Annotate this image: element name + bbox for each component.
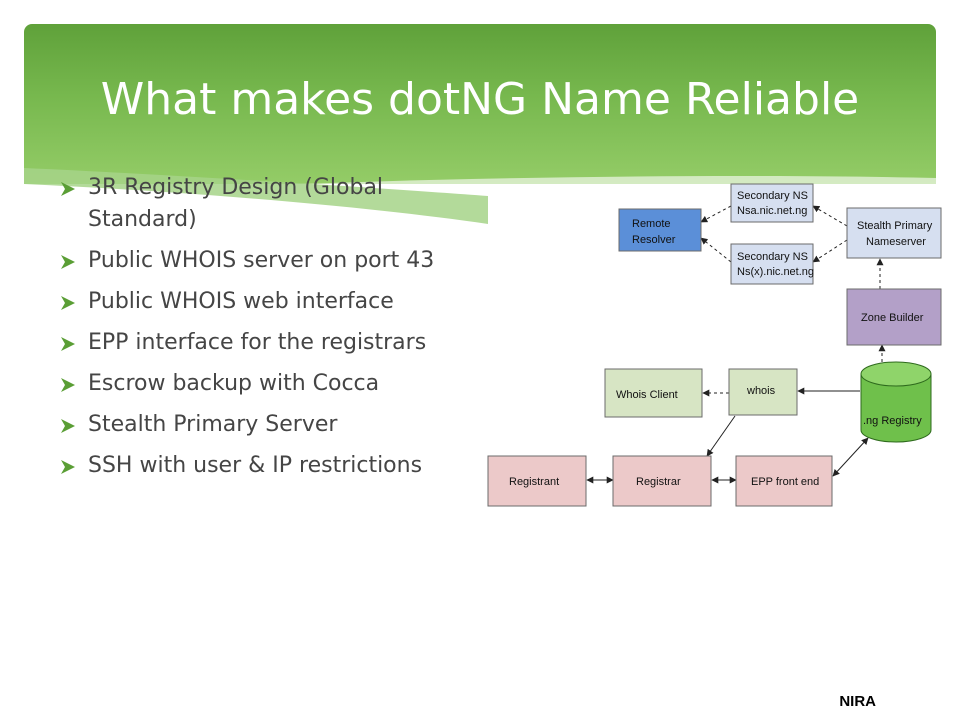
remote-resolver-node: Remote Resolver [618, 208, 702, 252]
svg-text:Whois Client: Whois Client [616, 389, 678, 401]
epp-front-end-node: EPP front end [735, 455, 833, 507]
secondary-ns-x-label-1: Secondary NS [737, 251, 808, 263]
remote-resolver-label-1: Remote [632, 218, 671, 230]
svg-text:Ns(x).nic.net.ng: Ns(x).nic.net.ng [737, 266, 814, 278]
svg-text:Remote: Remote [632, 218, 671, 230]
bullet-text: Public WHOIS server on port 43 [88, 248, 435, 273]
remote-resolver-label-2: Resolver [632, 234, 676, 246]
bullet-text: Stealth Primary Server [88, 412, 338, 437]
svg-text:Secondary NS: Secondary NS [737, 190, 808, 202]
svg-text:Nameserver: Nameserver [866, 236, 926, 248]
bullet-item: SSH with user & IP restrictions [60, 450, 470, 482]
registrant-box [487, 455, 587, 507]
bullet-text: Escrow backup with Cocca [88, 371, 380, 396]
whois-client-node: Whois Client [604, 368, 703, 418]
svg-text:Registrant: Registrant [509, 476, 559, 488]
secondary-ns-x-node: Secondary NS Ns(x).nic.net.ng [730, 243, 814, 285]
secondary-ns-a-box [730, 183, 814, 223]
arrow-bullet-icon [61, 378, 75, 392]
registry-cylinder-top [860, 361, 932, 387]
registry-architecture-diagram: Remote Resolver Secondary NS Nsa.nic.net… [487, 183, 942, 507]
edge-whois-registrar [706, 415, 736, 457]
registrar-node: Registrar [612, 455, 712, 507]
bullet-item: Public WHOIS web interface [60, 286, 470, 318]
edge-stealth-sec1 [812, 205, 848, 227]
edge-registry-epp [832, 437, 869, 477]
svg-text:Nsa.nic.net.ng: Nsa.nic.net.ng [737, 205, 807, 217]
arrow-bullet-icon [61, 182, 75, 196]
registry-label: .ng Registry [863, 415, 922, 427]
bullet-item: Stealth Primary Server [60, 409, 470, 441]
secondary-ns-a-node: Secondary NS Nsa.nic.net.ng [730, 183, 814, 223]
epp-front-end-label: EPP front end [751, 476, 819, 488]
bullet-item: Escrow backup with Cocca [60, 368, 470, 400]
bullet-item: Public WHOIS server on port 43 [60, 245, 470, 277]
bullet-text: SSH with user & IP restrictions [88, 453, 423, 478]
bullet-text: EPP interface for the registrars [88, 330, 427, 355]
remote-resolver-box [618, 208, 702, 252]
arrow-bullet-icon [61, 419, 75, 433]
svg-text:.ng Registry: .ng Registry [863, 415, 922, 427]
title-banner [24, 24, 936, 184]
whois-client-box [604, 368, 703, 418]
stealth-primary-label-1: Stealth Primary [857, 220, 933, 232]
banner-swoosh [24, 168, 936, 224]
svg-text:Resolver: Resolver [632, 234, 676, 246]
stealth-primary-label-2: Nameserver [866, 236, 926, 248]
zone-builder-label: Zone Builder [861, 312, 924, 324]
whois-label: whois [746, 385, 776, 397]
svg-text:Registrar: Registrar [636, 476, 681, 488]
registrant-node: Registrant [487, 455, 587, 507]
bullet-list: 3R Registry Design (Global Standard) Pub… [60, 172, 470, 491]
edge-sec1-resolver [700, 205, 732, 223]
zone-builder-box [846, 288, 942, 346]
svg-text:Zone Builder: Zone Builder [861, 312, 924, 324]
secondary-ns-x-box [730, 243, 814, 285]
bullet-item: EPP interface for the registrars [60, 327, 470, 359]
arrow-bullet-icon [61, 460, 75, 474]
whois-node: whois [728, 368, 798, 416]
arrow-bullet-icon [61, 337, 75, 351]
svg-text:EPP front end: EPP front end [751, 476, 819, 488]
footer-org-name: NIRA [839, 693, 876, 710]
ng-registry-database-node: .ng Registry [860, 361, 932, 443]
svg-text:whois: whois [746, 385, 776, 397]
edge-stealth-sec2 [812, 239, 848, 263]
bullet-text: 3R Registry Design (Global Standard) [88, 175, 384, 232]
bullet-item: 3R Registry Design (Global Standard) [60, 172, 470, 236]
bullet-text: Public WHOIS web interface [88, 289, 394, 314]
stealth-primary-box [846, 207, 942, 259]
registrant-label: Registrant [509, 476, 559, 488]
secondary-ns-x-label-2: Ns(x).nic.net.ng [737, 266, 814, 278]
arrow-bullet-icon [61, 296, 75, 310]
secondary-ns-a-label-1: Secondary NS [737, 190, 808, 202]
epp-front-end-box [735, 455, 833, 507]
whois-client-label: Whois Client [616, 389, 678, 401]
stealth-primary-node: Stealth Primary Nameserver [846, 207, 942, 259]
edge-sec2-resolver [700, 237, 732, 263]
svg-text:Secondary NS: Secondary NS [737, 251, 808, 263]
registrar-box [612, 455, 712, 507]
secondary-ns-a-label-2: Nsa.nic.net.ng [737, 205, 807, 217]
whois-box [728, 368, 798, 416]
zone-builder-node: Zone Builder [846, 288, 942, 346]
registry-cylinder-body [860, 373, 932, 443]
svg-text:Stealth Primary: Stealth Primary [857, 220, 933, 232]
arrow-bullet-icon [61, 255, 75, 269]
registrar-label: Registrar [636, 476, 681, 488]
page-title: What makes dotNG Name Reliable [100, 74, 860, 125]
